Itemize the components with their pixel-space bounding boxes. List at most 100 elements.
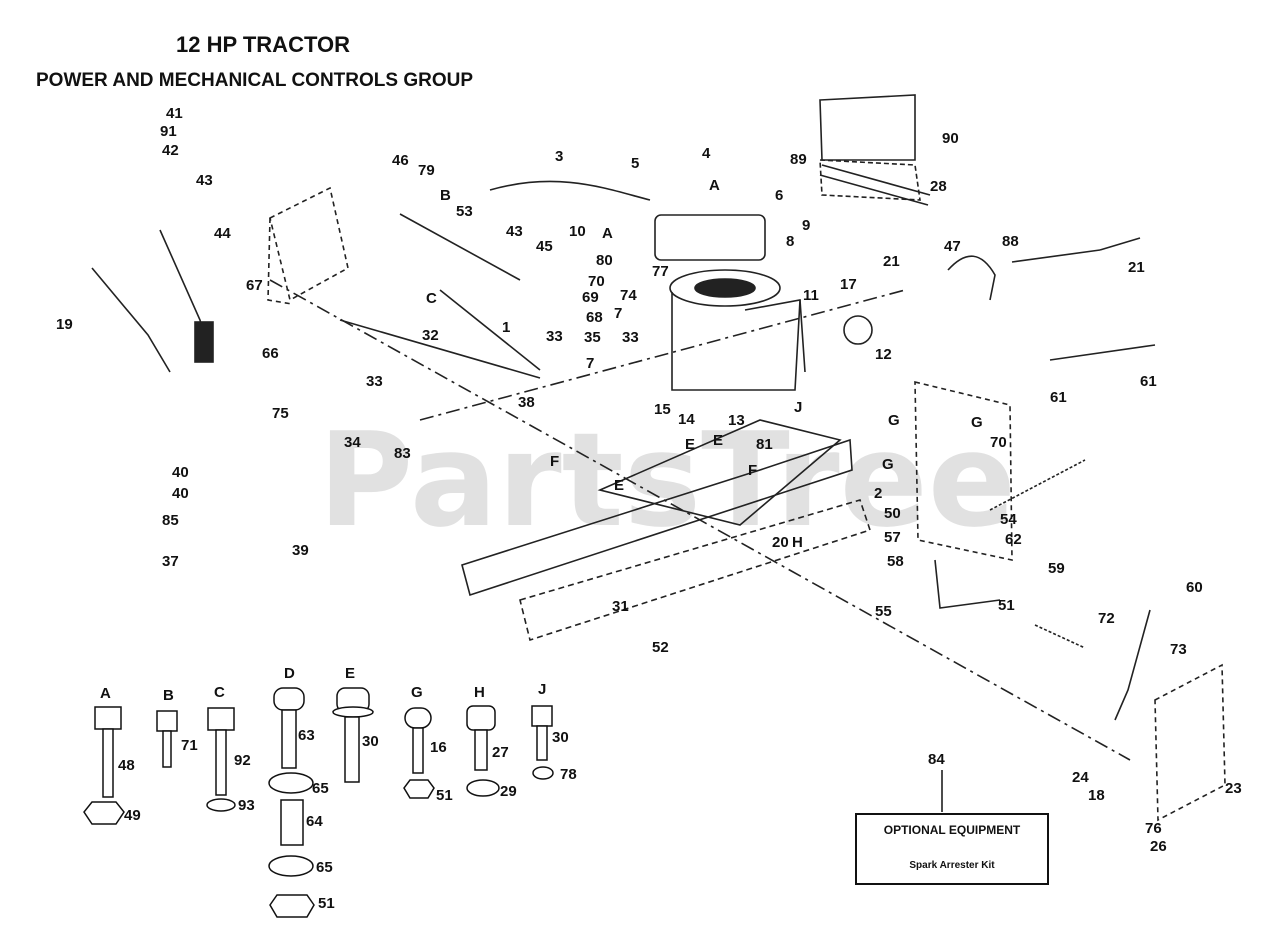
callout-0: 41 <box>166 105 183 122</box>
callout-38: 11 <box>803 287 819 304</box>
callout-6: 67 <box>246 277 263 294</box>
hardware-part-H-1: 29 <box>500 783 517 800</box>
callout-1: 91 <box>160 123 177 140</box>
callout-60: 75 <box>272 405 289 422</box>
hardware-part-D-3: 65 <box>316 859 333 876</box>
callout-56: F <box>748 462 757 479</box>
callout-29: 9 <box>802 217 810 234</box>
callout-18: A <box>602 225 613 242</box>
callout-63: 40 <box>172 485 189 502</box>
callout-39: 12 <box>875 346 892 363</box>
hardware-part-D-1: 65 <box>312 780 329 797</box>
callout-68: 52 <box>652 639 669 656</box>
callout-7: 66 <box>262 345 279 362</box>
hardware-key-C: C <box>214 684 225 701</box>
callout-85: 61 <box>1050 389 1067 406</box>
optional-box-item: Spark Arrester Kit <box>909 860 995 871</box>
callout-10: 53 <box>456 203 473 220</box>
callout-40: C <box>426 290 437 307</box>
watermark: PartsTree <box>318 404 1016 556</box>
hardware-part-B-0: 71 <box>181 737 198 754</box>
callout-48: 7 <box>586 355 594 372</box>
callout-82: 55 <box>875 603 892 620</box>
callout-54: E <box>685 436 695 453</box>
callout-17: A <box>709 177 720 194</box>
callout-11: 43 <box>506 223 523 240</box>
callout-70: H <box>792 534 803 551</box>
callout-31: 90 <box>942 130 959 147</box>
optional-box-number: 84 <box>928 751 945 768</box>
callout-36: 21 <box>883 253 900 270</box>
callout-4: 44 <box>214 225 231 242</box>
callout-94: D <box>0 0 11 4</box>
callout-80: 58 <box>887 553 904 570</box>
callout-27: 7 <box>614 305 622 322</box>
callout-51: 13 <box>728 412 745 429</box>
hardware-part-G-0: 16 <box>430 739 447 756</box>
hardware-part-C-1: 93 <box>238 797 255 814</box>
hardware-part-E-0: 30 <box>362 733 379 750</box>
hardware-key-D: D <box>284 665 295 682</box>
callout-24: 68 <box>586 309 603 326</box>
callout-8: 46 <box>392 152 409 169</box>
callout-95: 26 <box>0 0 17 4</box>
callout-86: 60 <box>1186 579 1203 596</box>
callout-30: 89 <box>790 151 807 168</box>
hardware-legend: A4849B71C9293D6365646551E30G1651H2729J30… <box>100 665 577 912</box>
hardware-key-J: J <box>538 681 546 698</box>
hardware-part-G-1: 51 <box>436 787 453 804</box>
callout-13: 5 <box>631 155 639 172</box>
callout-49: 15 <box>654 401 671 418</box>
callout-37: 17 <box>840 276 857 293</box>
callout-81: 59 <box>1048 560 1065 577</box>
callout-61: 83 <box>394 445 411 462</box>
callout-21: 80 <box>596 252 613 269</box>
hardware-part-A-1: 49 <box>124 807 141 824</box>
callout-52: E <box>713 432 723 449</box>
callout-3: 43 <box>196 172 213 189</box>
callout-26: 77 <box>652 263 669 280</box>
callout-78: 62 <box>1005 531 1022 548</box>
callout-69: 20 <box>772 534 789 551</box>
callout-44: 35 <box>584 329 601 346</box>
callout-59: 34 <box>344 434 361 451</box>
callout-34: 88 <box>1002 233 1019 250</box>
callout-65: 37 <box>162 553 179 570</box>
callout-64: 85 <box>162 512 179 529</box>
optional-box-heading: OPTIONAL EQUIPMENT <box>884 823 1021 837</box>
callout-43: 33 <box>546 328 563 345</box>
callout-42: 32 <box>422 327 439 344</box>
hardware-key-H: H <box>474 684 485 701</box>
callout-88: 73 <box>1170 641 1187 658</box>
callout-62: 40 <box>172 464 189 481</box>
hardware-drawings <box>83 687 554 918</box>
callout-71: G <box>888 412 900 429</box>
callout-89: 24 <box>1072 769 1089 786</box>
hardware-part-J-0: 30 <box>552 729 569 746</box>
callout-74: G <box>882 456 894 473</box>
callout-16: B <box>440 187 451 204</box>
callout-72: G <box>971 414 983 431</box>
hardware-part-D-2: 64 <box>306 813 323 830</box>
callout-73: 70 <box>990 434 1007 451</box>
callout-32: 28 <box>930 178 947 195</box>
callout-67: 31 <box>612 598 629 615</box>
callout-12: 3 <box>555 148 563 165</box>
callout-25: 74 <box>620 287 637 304</box>
callout-28: 8 <box>786 233 794 250</box>
hardware-part-C-0: 92 <box>234 752 251 769</box>
hardware-part-A-0: 48 <box>118 757 135 774</box>
callout-15: 6 <box>775 187 783 204</box>
callout-2: 42 <box>162 142 179 159</box>
callout-91: 23 <box>1225 780 1242 797</box>
hardware-part-H-0: 27 <box>492 744 509 761</box>
hardware-key-A: A <box>100 685 111 702</box>
callout-45: 33 <box>366 373 383 390</box>
hardware-part-J-1: 78 <box>560 766 577 783</box>
callout-46: 38 <box>518 394 535 411</box>
callout-33: 47 <box>944 238 961 255</box>
callout-5: 19 <box>56 316 73 333</box>
callout-77: 54 <box>1000 511 1017 528</box>
